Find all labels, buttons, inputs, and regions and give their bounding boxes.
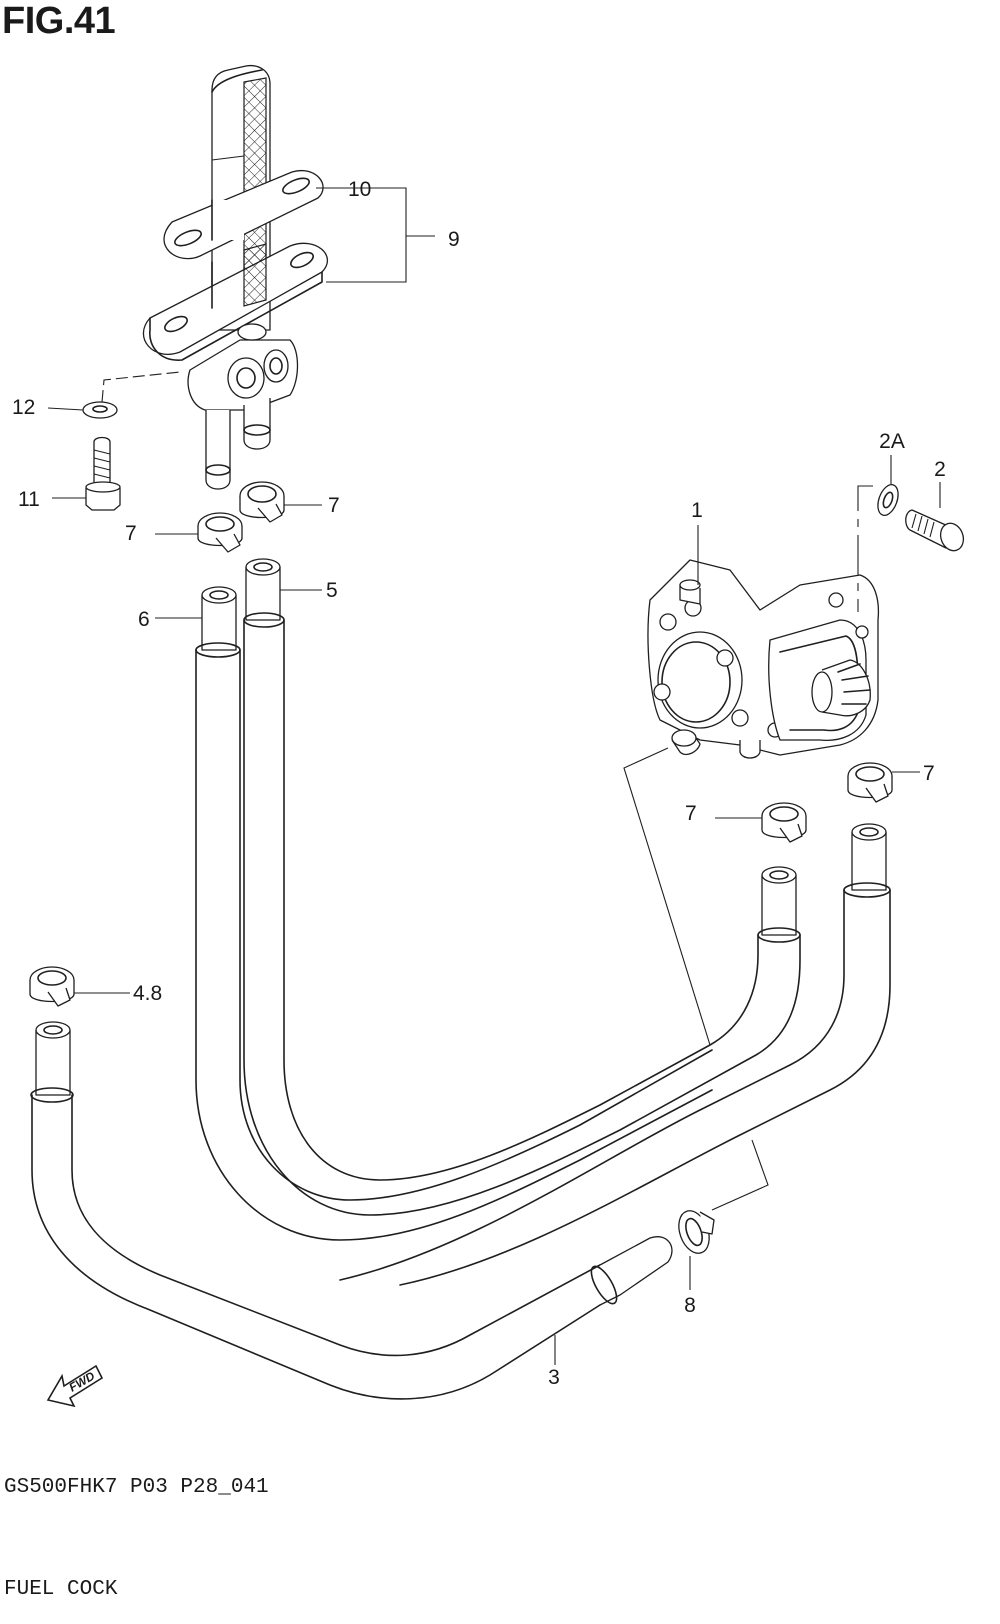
leader-pump-hose <box>623 747 711 1046</box>
hose-5 <box>243 558 801 1216</box>
hose-3 <box>30 1021 673 1400</box>
clamp-7-lower-right <box>847 762 920 803</box>
figure-name: FUEL COCK <box>4 1578 118 1601</box>
screw-2 <box>905 482 965 552</box>
callout-1: 1 <box>691 499 703 522</box>
clamp-8 <box>678 1139 769 1290</box>
callout-2: 2 <box>934 458 946 481</box>
callout-5: 5 <box>326 579 338 602</box>
hose-6 <box>155 586 713 1241</box>
clamp-7-upper-left <box>155 512 243 553</box>
leader-lines-9-10 <box>316 187 435 283</box>
callout-6: 6 <box>138 608 150 631</box>
callout-7-upper-left: 7 <box>125 522 137 545</box>
clamp-4-8 <box>29 966 130 1007</box>
clamp-7-lower-left <box>715 802 807 843</box>
figure-title: FIG.41 <box>2 0 116 42</box>
callout-10: 10 <box>348 178 371 201</box>
fuel-cock-valve <box>142 64 329 490</box>
washer-2a <box>857 455 899 612</box>
fuel-pump-1 <box>647 525 880 759</box>
callout-4-8: 4.8 <box>133 982 162 1005</box>
bolt-11 <box>52 436 121 511</box>
callout-7-lower-right: 7 <box>923 762 935 785</box>
figure-code: GS500FHK7 P03 P28_041 <box>4 1476 269 1499</box>
callout-8: 8 <box>684 1294 696 1317</box>
hose-5-right-end <box>757 866 801 943</box>
hose-6-right <box>339 823 891 1286</box>
callout-7-lower-left: 7 <box>685 802 697 825</box>
callout-12: 12 <box>12 396 35 419</box>
callout-2a: 2A <box>879 430 905 453</box>
callout-9: 9 <box>448 228 460 251</box>
clamp-7-upper-right <box>239 481 322 523</box>
callout-11: 11 <box>18 488 40 511</box>
callout-7-upper-right: 7 <box>328 494 340 517</box>
fwd-arrow-icon: FWD <box>46 1364 104 1408</box>
washer-12 <box>47 371 181 419</box>
callout-3: 3 <box>548 1366 560 1389</box>
